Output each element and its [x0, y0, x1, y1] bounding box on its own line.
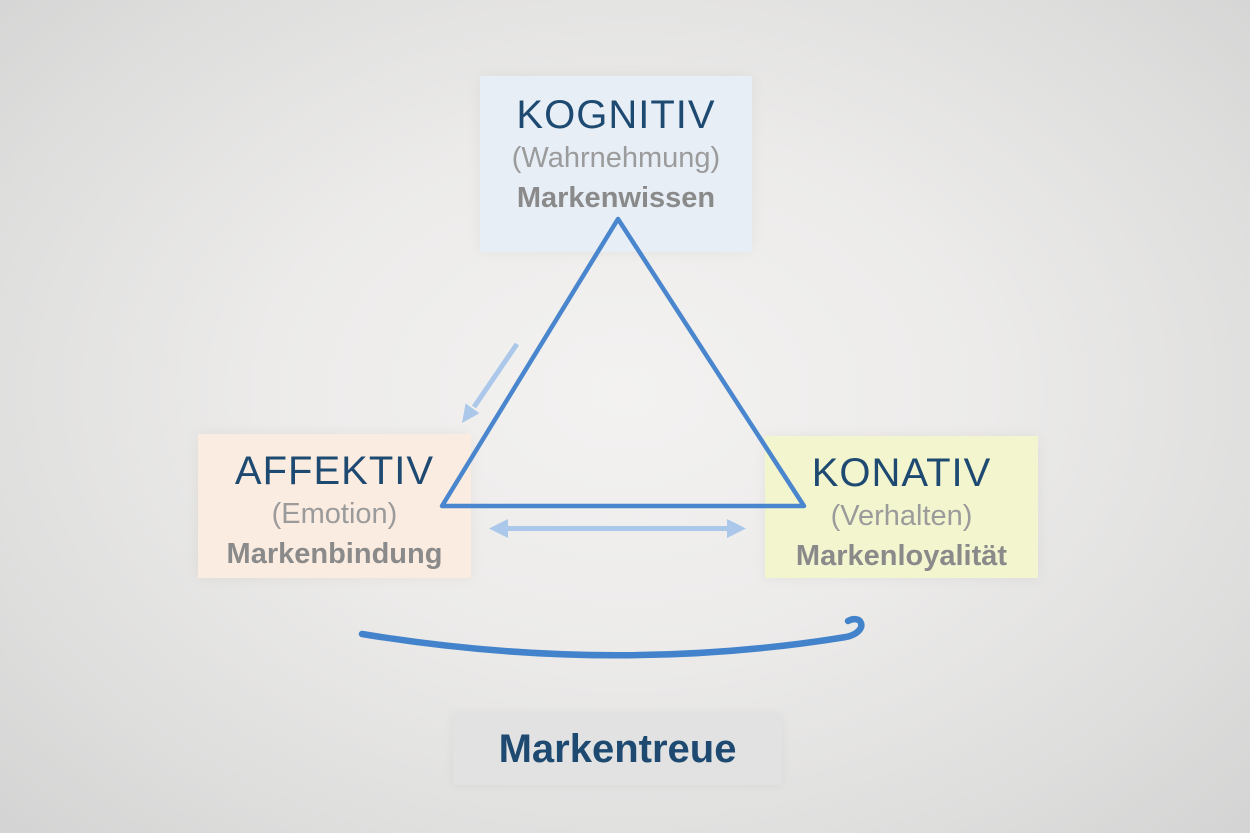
- kognitiv-to-affektiv-arrow: [462, 342, 520, 423]
- node-affektiv-caption: Markenbindung: [226, 538, 443, 570]
- node-kognitiv-title: KOGNITIV: [516, 93, 716, 137]
- node-konativ: KONATIV (Verhalten) Markenloyalität: [765, 436, 1038, 578]
- arrowhead-left-icon: [489, 519, 508, 538]
- result-box-markentreue: Markentreue: [453, 714, 782, 785]
- node-konativ-caption: Markenloyalität: [795, 540, 1008, 572]
- node-kognitiv-subtitle: (Wahrnehmung): [511, 142, 721, 174]
- node-kognitiv-caption: Markenwissen: [516, 182, 716, 214]
- node-affektiv-title: AFFEKTIV: [234, 449, 435, 493]
- result-label: Markentreue: [498, 727, 737, 771]
- triangle-shape: [439, 216, 807, 509]
- curved-sweep-arc: [358, 615, 865, 659]
- affektiv-konativ-double-arrow: [489, 519, 746, 538]
- node-konativ-title: KONATIV: [811, 451, 992, 495]
- node-konativ-subtitle: (Verhalten): [830, 500, 973, 532]
- arrowhead-right-icon: [727, 519, 746, 538]
- node-affektiv: AFFEKTIV (Emotion) Markenbindung: [198, 434, 471, 578]
- node-kognitiv: KOGNITIV (Wahrnehmung) Markenwissen: [480, 76, 752, 252]
- arrowhead-down-left-icon: [462, 403, 480, 423]
- node-affektiv-subtitle: (Emotion): [271, 498, 398, 530]
